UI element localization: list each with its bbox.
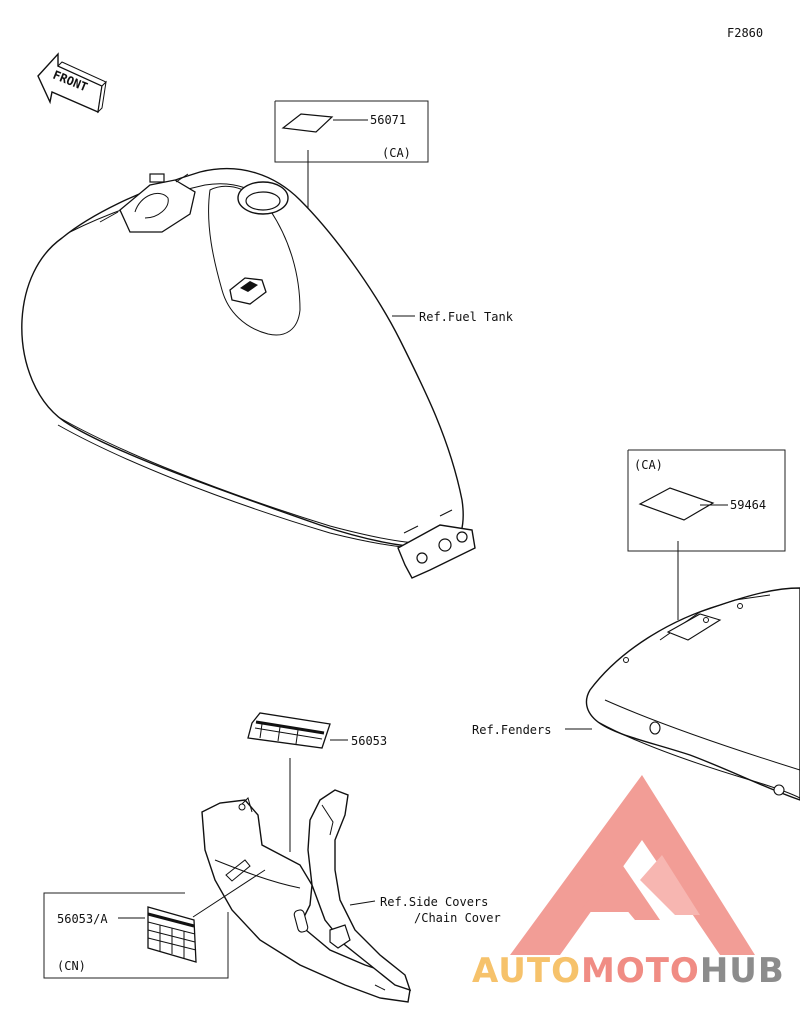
part-no-56053: 56053: [351, 734, 387, 748]
rear-fender: [585, 587, 800, 801]
region-cn: (CN): [57, 959, 86, 973]
fuel-tank: [21, 168, 476, 579]
ref-fuel-tank: Ref.Fuel Tank: [419, 310, 514, 324]
decal-59464-icon: [638, 487, 715, 521]
decal-56071-icon: [281, 113, 334, 133]
decal-56053-icon: [247, 712, 331, 749]
ref-fenders: Ref.Fenders: [472, 723, 551, 737]
ref-side-covers: Ref.Side Covers: [380, 895, 488, 909]
chain-cover-label-callout: 56053/A (CN): [43, 869, 266, 979]
watermark-auto: AUTOMOTOHUB: [472, 951, 785, 991]
side-cover: [201, 789, 412, 1003]
fuel-pump-icon: [119, 179, 196, 233]
fender-callout: (CA) 59464: [627, 449, 786, 620]
part-no-56071: 56071: [370, 113, 406, 127]
part-no-59464: 59464: [730, 498, 766, 512]
part-no-56053a: 56053/A: [57, 912, 108, 926]
fuel-tank-callout: 56071 (CA): [274, 100, 429, 234]
watermark-logo: [510, 775, 755, 955]
region-ca-tank: (CA): [382, 146, 411, 160]
tank-mount-bracket: [397, 524, 476, 579]
ref-chain-cover: /Chain Cover: [414, 911, 501, 925]
figure-code: F2860: [727, 26, 763, 40]
front-arrow-icon: FRONT: [37, 52, 107, 114]
region-ca-fender: (CA): [634, 458, 663, 472]
side-cover-label-callout: 56053: [247, 712, 387, 852]
